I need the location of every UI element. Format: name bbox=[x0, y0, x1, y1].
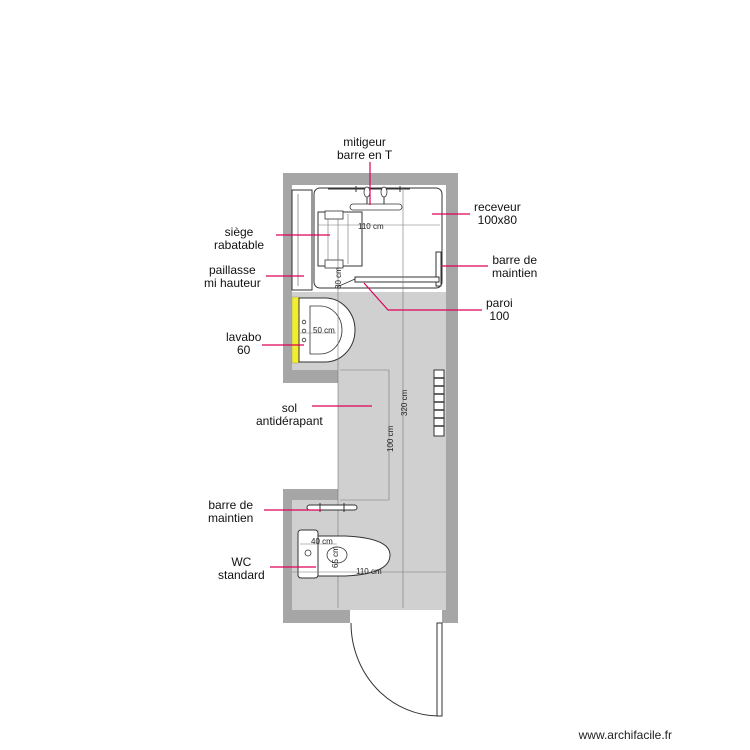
shower-screen bbox=[354, 276, 440, 283]
paillasse bbox=[291, 189, 313, 291]
folding-seat bbox=[317, 210, 363, 269]
dim-shower-width: 110 cm bbox=[358, 222, 384, 231]
dim-wc-room-width: 110 cm bbox=[356, 567, 382, 576]
paillasse-highlight bbox=[291, 296, 300, 364]
door bbox=[350, 610, 443, 717]
dim-passage: 100 cm bbox=[386, 425, 395, 452]
radiator bbox=[433, 369, 445, 437]
dim-shower-depth: 80 cm bbox=[334, 267, 343, 289]
leader-paroi bbox=[363, 282, 482, 311]
footer-watermark: www.archifacile.fr bbox=[578, 728, 672, 742]
dim-room-length: 320 cm bbox=[400, 389, 409, 416]
dim-wc-side: 40 cm bbox=[311, 537, 333, 546]
dim-wc-depth: 65 cm bbox=[331, 546, 340, 568]
dim-lavabo-width: 50 cm bbox=[313, 326, 335, 335]
wc-toilet bbox=[297, 529, 391, 579]
shower-grab-bar bbox=[435, 251, 442, 287]
lavabo bbox=[298, 297, 356, 363]
